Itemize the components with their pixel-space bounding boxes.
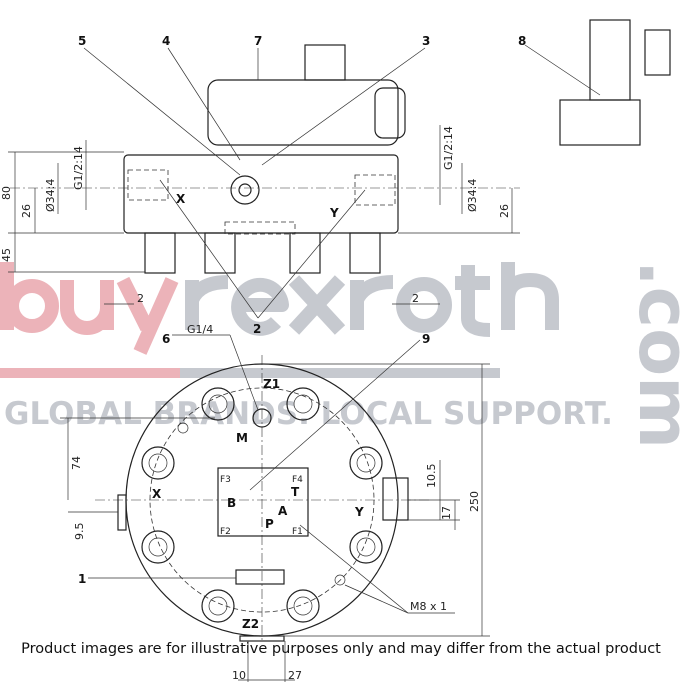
port-z2: Z2	[242, 617, 259, 631]
watermark: .com GLOBAL BRANDS. LOCAL SUPPORT.	[0, 260, 682, 449]
port-p: P	[265, 517, 274, 531]
dim-26-left: 26	[20, 204, 33, 218]
callout-5: 5	[78, 34, 86, 48]
dim-74: 74	[70, 456, 83, 470]
dim-17: 17	[440, 506, 453, 520]
watermark-tagline: GLOBAL BRANDS. LOCAL SUPPORT.	[4, 396, 613, 432]
thread-g12-left: G1/2:14	[72, 146, 85, 190]
port-t: T	[291, 485, 300, 499]
dim-10-5: 10.5	[425, 464, 438, 489]
disclaimer-footer: Product images are for illustrative purp…	[21, 641, 661, 657]
dim-2-right: 2	[412, 292, 419, 305]
thread-g12-right: G1/2:14	[442, 126, 455, 170]
port-f1: F1	[292, 527, 303, 537]
plan-view: Z1 M X Y Z2 B A P T F3 F4 F2 F1 G1/4 6 9…	[60, 323, 490, 682]
watermark-com: .com	[623, 260, 682, 449]
port-x-plan: X	[152, 487, 162, 501]
callout-9: 9	[422, 332, 430, 346]
side-view: 80 26 45 Ø34:4 G1/2:14 2 26 Ø34:4 G1/2:1…	[0, 34, 520, 336]
port-f4: F4	[292, 475, 303, 485]
callout-2: 2	[253, 322, 261, 336]
watermark-buy-logo	[0, 262, 179, 355]
callout-7: 7	[254, 34, 262, 48]
dim-9-5: 9.5	[73, 523, 86, 541]
dim-80: 80	[0, 186, 13, 200]
dim-d34-left: Ø34:4	[44, 179, 57, 212]
port-a: A	[278, 504, 288, 518]
port-f3: F3	[220, 475, 231, 485]
dim-2-left: 2	[137, 292, 144, 305]
port-y-plan: Y	[354, 505, 364, 519]
callout-3: 3	[422, 34, 430, 48]
callout-8: 8	[518, 34, 526, 48]
port-z1: Z1	[263, 377, 280, 391]
port-x-side: X	[176, 192, 186, 206]
dim-27: 27	[288, 669, 302, 682]
port-y-side: Y	[329, 206, 339, 220]
callout-4: 4	[162, 34, 170, 48]
thread-m8: M8 x 1	[410, 600, 447, 613]
port-m: M	[236, 431, 248, 445]
dim-250: 250	[468, 491, 481, 512]
dim-45: 45	[0, 248, 13, 262]
port-b: B	[227, 496, 236, 510]
dim-26-right: 26	[498, 204, 511, 218]
thread-g14: G1/4	[187, 323, 213, 336]
callout-1: 1	[78, 572, 86, 586]
dim-d34-right: Ø34:4	[466, 179, 479, 212]
detail-view-8: 8	[518, 19, 671, 146]
dim-10: 10	[232, 669, 246, 682]
port-f2: F2	[220, 527, 231, 537]
callout-6: 6	[162, 332, 170, 346]
watermark-rexroth-logo	[185, 262, 559, 337]
